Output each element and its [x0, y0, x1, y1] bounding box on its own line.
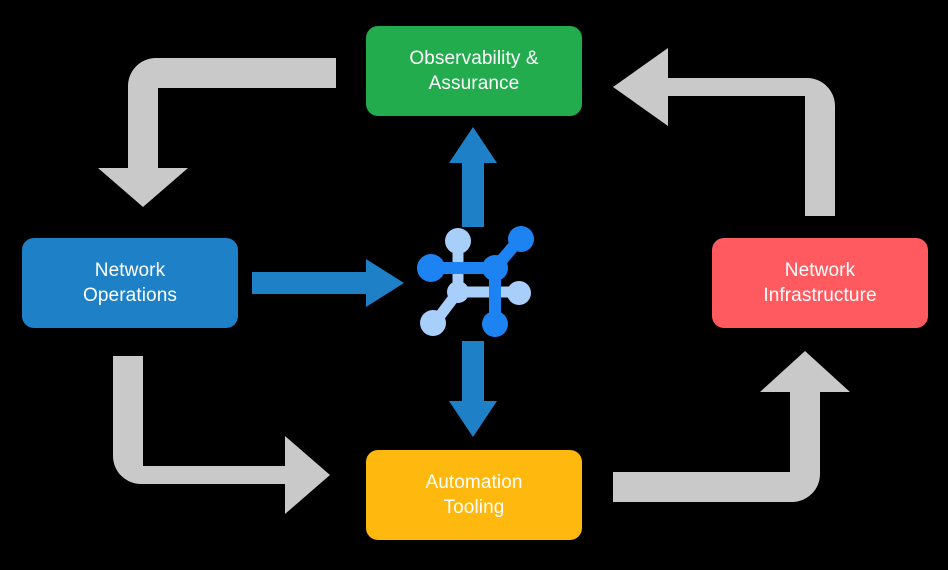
- node-operations-label: Network Operations: [83, 259, 177, 306]
- blue-arrow-down: [449, 341, 497, 437]
- node-network-operations[interactable]: Network Operations: [22, 238, 238, 328]
- arrow-observability-to-operations: [98, 58, 336, 207]
- arrow-infrastructure-to-observability: [613, 48, 835, 216]
- network-icon-edges: [428, 234, 525, 328]
- arrow-operations-to-automation: [113, 356, 330, 514]
- network-icon-nodes: [417, 226, 534, 337]
- node-automation-label: Automation Tooling: [425, 471, 523, 518]
- blue-arrow-up: [449, 127, 497, 227]
- arrow-automation-to-infrastructure: [613, 351, 850, 502]
- node-network-infrastructure[interactable]: Network Infrastructure: [712, 238, 928, 328]
- node-automation-tooling[interactable]: Automation Tooling: [366, 450, 582, 540]
- node-observability-assurance[interactable]: Observability & Assurance: [366, 26, 582, 116]
- node-infrastructure-label: Network Infrastructure: [763, 259, 877, 306]
- blue-arrow-right: [252, 259, 404, 307]
- node-observability-label: Observability & Assurance: [409, 47, 539, 94]
